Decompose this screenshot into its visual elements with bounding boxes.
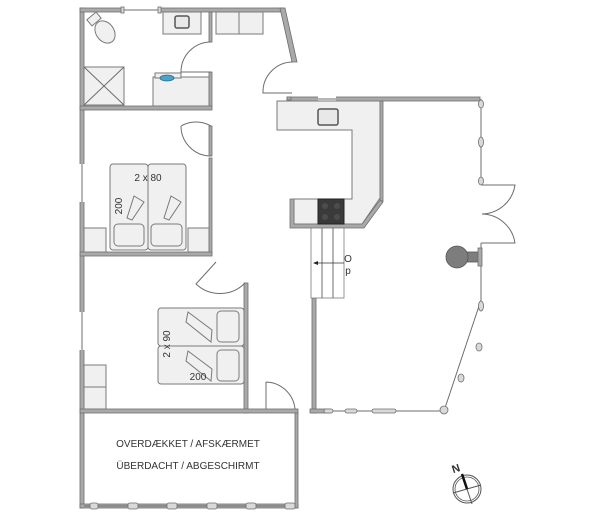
covered-area-label-de: ÜBERDACHT / ABGESCHIRMT xyxy=(116,460,259,472)
stairs: O p xyxy=(310,227,352,299)
stairs-label: O xyxy=(344,254,352,265)
bathroom xyxy=(83,11,264,107)
covered-area: OVERDÆKKET / AFSKÆRMET ÜBERDACHT / ABGES… xyxy=(116,439,260,472)
stairs-label: p xyxy=(345,266,351,277)
cupboard xyxy=(238,11,264,35)
bed-size-width-label: 2 x 90 xyxy=(162,330,173,358)
shower-icon xyxy=(83,66,125,106)
washbasin-icon xyxy=(152,72,210,107)
toilet-icon xyxy=(86,11,116,44)
sink-icon xyxy=(317,108,339,126)
north-compass-icon: N xyxy=(450,462,482,505)
covered-area-label-da: OVERDÆKKET / AFSKÆRMET xyxy=(116,439,260,450)
bed-size-width-label: 2 x 80 xyxy=(134,173,162,184)
cupboard xyxy=(215,11,240,35)
windows xyxy=(79,6,484,510)
stove-icon xyxy=(317,198,345,225)
doors xyxy=(180,41,516,410)
bed-size-length-label: 200 xyxy=(114,197,125,214)
north-label: N xyxy=(450,462,461,476)
sink-icon xyxy=(162,11,202,35)
bedroom-2: 2 x 90 200 xyxy=(83,307,245,410)
kitchen xyxy=(276,100,381,225)
bedroom-1: 2 x 80 200 xyxy=(83,163,210,253)
bed-size-length-label: 200 xyxy=(190,372,207,383)
walls xyxy=(79,7,481,509)
fireplace-icon xyxy=(445,245,483,269)
